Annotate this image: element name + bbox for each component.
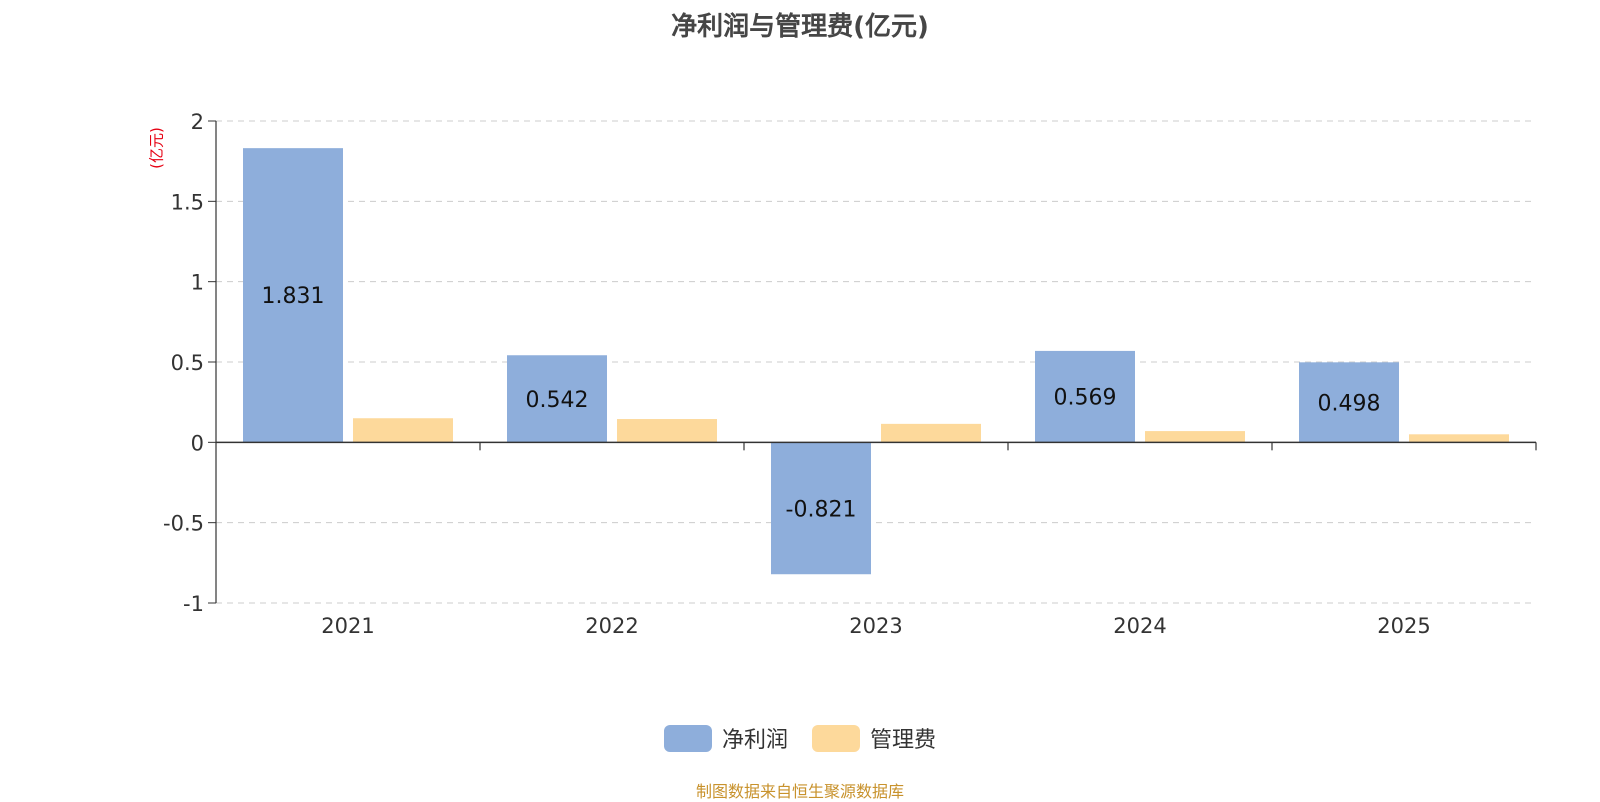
x-tick-label: 2023 [849, 614, 902, 638]
bar-admin-expense [1409, 434, 1509, 443]
data-label: -0.821 [786, 497, 857, 522]
bar-net-profit [1035, 350, 1135, 443]
legend-swatch-admin-expense [812, 724, 860, 752]
legend-swatch-net-profit [663, 724, 712, 752]
data-label: 1.831 [262, 284, 325, 309]
legend-item-net-profit[interactable]: 净利润 [663, 722, 788, 754]
data-source-note: 制图数据来自恒生聚源数据库 [695, 782, 904, 801]
data-label: 0.542 [526, 388, 589, 413]
bar-net-profit [507, 355, 607, 443]
y-tick-label: 1.5 [171, 190, 204, 214]
y-tick-label: -0.5 [163, 512, 204, 536]
legend-label-admin-expense: 管理费 [870, 728, 937, 753]
y-tick-label: 0.5 [171, 351, 204, 375]
x-tick-label: 2025 [1377, 614, 1430, 638]
data-label: 0.498 [1318, 391, 1381, 416]
chart-title: 净利润与管理费(亿元) [671, 12, 929, 42]
legend: 净利润 管理费 [0, 722, 1600, 754]
legend-label-net-profit: 净利润 [721, 728, 788, 753]
y-tick-label: 0 [191, 431, 204, 455]
bar-admin-expense [1145, 431, 1245, 443]
bar-admin-expense [617, 419, 717, 443]
bar-net-profit [243, 148, 343, 443]
bar-net-profit [1299, 362, 1399, 443]
data-label: 0.569 [1054, 386, 1117, 411]
bar-admin-expense [353, 418, 453, 443]
legend-item-admin-expense[interactable]: 管理费 [812, 722, 936, 754]
y-tick-label: 2 [191, 110, 204, 134]
x-tick-label: 2024 [1113, 614, 1166, 638]
x-tick-label: 2022 [585, 614, 638, 638]
y-tick-label: -1 [183, 592, 204, 616]
bar-chart: 2 1.5 1 0.5 0 -0.5 -1 1.831 2021 0.542 2022 -0.821 2… [163, 110, 1537, 638]
y-tick-label: 1 [191, 271, 204, 295]
x-tick-label: 2021 [321, 614, 374, 638]
bar-admin-expense [881, 423, 981, 443]
bar-net-profit [771, 442, 871, 575]
